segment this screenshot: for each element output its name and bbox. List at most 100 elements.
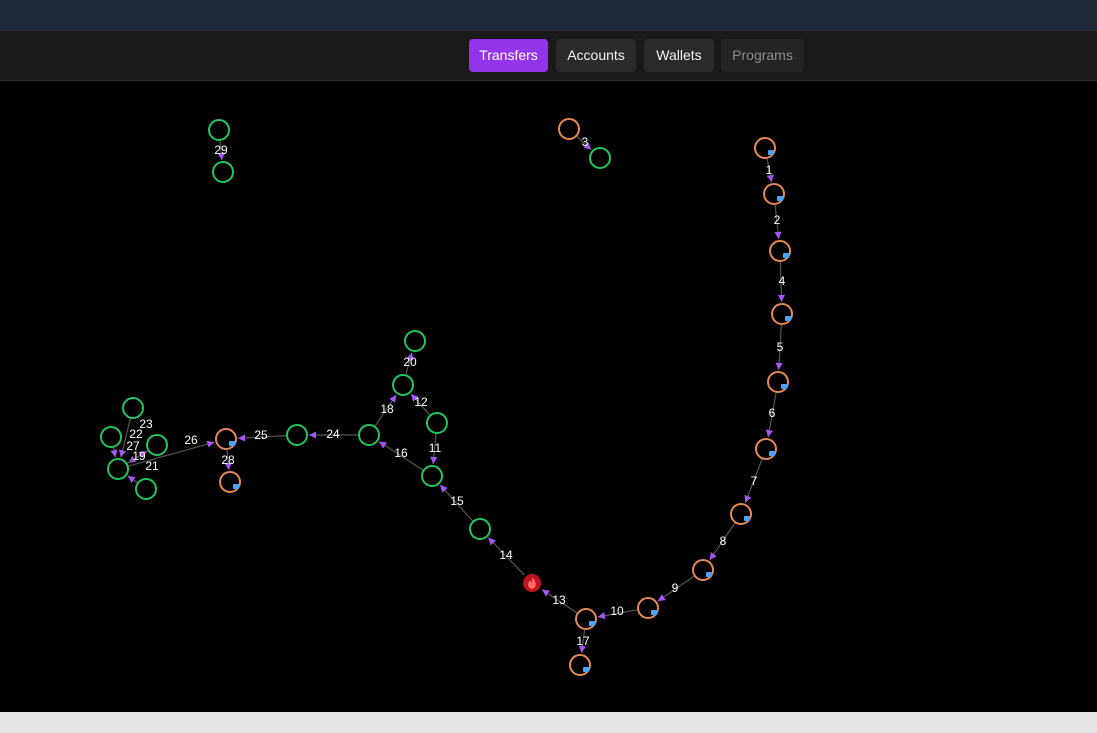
transfer-edge-label: 19: [132, 449, 146, 463]
transfer-edge[interactable]: [128, 440, 215, 467]
wallet-badge-icon: [651, 610, 657, 615]
fire-node[interactable]: [523, 574, 541, 592]
tab-wallets[interactable]: Wallets: [644, 39, 714, 72]
transfer-edge-label: 23: [139, 417, 153, 431]
transfer-edge-label: 26: [184, 433, 198, 447]
transfer-edge[interactable]: [217, 140, 225, 161]
sol-token-node[interactable]: [426, 412, 448, 434]
transfer-edge[interactable]: [541, 589, 578, 614]
sol-token-node[interactable]: [763, 183, 785, 205]
transfer-edge[interactable]: [765, 392, 777, 438]
transfer-edge-label: 17: [576, 634, 590, 648]
transfer-edge-label: 5: [777, 340, 784, 354]
transfer-edge[interactable]: [576, 136, 592, 151]
transfer-edge[interactable]: [237, 434, 287, 442]
transfer-edge-label: 10: [610, 604, 624, 618]
sol-token-node[interactable]: [122, 397, 144, 419]
sol-token-node[interactable]: [135, 478, 157, 500]
transfer-edge[interactable]: [597, 609, 638, 620]
transfer-edge-label: 28: [221, 453, 235, 467]
sol-token-node[interactable]: [107, 458, 129, 480]
meteora-node[interactable]: [637, 597, 659, 619]
transfer-edge[interactable]: [127, 450, 148, 464]
wallet-badge-icon: [769, 451, 775, 456]
sol-token-node[interactable]: [754, 137, 776, 159]
sol-token-node[interactable]: [219, 471, 241, 493]
transfer-edge[interactable]: [224, 449, 232, 471]
meteora-node[interactable]: [730, 503, 752, 525]
sol-token-node[interactable]: [100, 426, 122, 448]
sol-token-node[interactable]: [421, 465, 443, 487]
transfer-edge[interactable]: [110, 447, 118, 458]
status-footer: [0, 712, 1097, 733]
transfer-edge-label: 29: [214, 143, 228, 157]
transfer-edge[interactable]: [657, 575, 695, 602]
sol-token-node[interactable]: [469, 518, 491, 540]
transfer-edge[interactable]: [430, 433, 438, 465]
transfer-edge-label: 7: [751, 474, 758, 488]
tab-programs[interactable]: Programs: [721, 39, 804, 72]
transfer-edge[interactable]: [777, 261, 785, 303]
sol-token-node[interactable]: [208, 119, 230, 141]
transfer-edge-label: 27: [126, 439, 140, 453]
meteora-node[interactable]: [755, 438, 777, 460]
transfer-edge[interactable]: [119, 418, 131, 458]
transfer-edge-label: 2: [774, 213, 781, 227]
transfer-edge-label: 3: [582, 135, 589, 149]
wallet-badge-icon: [785, 316, 791, 321]
transfer-edge[interactable]: [405, 352, 414, 375]
jito-node[interactable]: [569, 654, 591, 676]
transfer-edge-label: 15: [450, 494, 464, 508]
sol-token-node[interactable]: [286, 424, 308, 446]
transfer-graph-svg: 2931245678910171314151116121820242526282…: [100, 118, 793, 676]
sol-token-node[interactable]: [212, 161, 234, 183]
transfer-edge-label: 11: [429, 441, 442, 455]
wallet-badge-icon: [744, 516, 750, 521]
transfer-edge-label: 14: [499, 548, 513, 562]
jito-node[interactable]: [575, 608, 597, 630]
meteora-node[interactable]: [692, 559, 714, 581]
transfer-edge-label: 20: [403, 355, 417, 369]
wallet-badge-icon: [768, 150, 774, 155]
tab-transfers[interactable]: Transfers: [469, 39, 548, 72]
transfer-edge[interactable]: [127, 475, 138, 484]
transfer-edge-label: 9: [672, 581, 679, 595]
sol-token-node[interactable]: [215, 428, 237, 450]
transfer-edge-label: 25: [254, 428, 268, 442]
transfer-edge[interactable]: [775, 324, 783, 371]
sol-token-node[interactable]: [404, 330, 426, 352]
transfer-edge[interactable]: [744, 459, 763, 504]
usdc-node[interactable]: $: [769, 240, 791, 262]
airdrop-node[interactable]: [589, 147, 611, 169]
wallet-badge-icon: [777, 196, 783, 201]
transfer-edge-label: 16: [394, 446, 408, 460]
wallet-badge-icon: [229, 441, 235, 446]
wallet-badge-icon: [583, 667, 589, 672]
transfer-edge[interactable]: [487, 537, 525, 576]
transfer-edge-label: 1: [766, 163, 773, 177]
wallet-badge-icon: [783, 253, 789, 258]
question-node[interactable]: ?: [558, 118, 580, 140]
transfer-edge[interactable]: [410, 393, 431, 416]
transfer-edge-label: 6: [769, 406, 776, 420]
transfer-edge[interactable]: [774, 204, 782, 240]
sol-token-node[interactable]: [392, 374, 414, 396]
wallet-badge-icon: [233, 484, 239, 489]
tab-accounts[interactable]: Accounts: [556, 39, 636, 72]
transfer-edge[interactable]: [578, 629, 587, 654]
transfer-edge-label: 13: [552, 593, 566, 607]
usdc-node[interactable]: $: [767, 371, 789, 393]
transfer-edge[interactable]: [439, 484, 474, 522]
transfer-edge-label: 12: [414, 395, 428, 409]
sol-token-node[interactable]: [358, 424, 380, 446]
transfer-edge[interactable]: [378, 441, 424, 471]
transfer-edge[interactable]: [374, 394, 397, 427]
transfer-edge-label: 4: [779, 274, 786, 288]
transfer-edge-label: 18: [380, 402, 394, 416]
usdc-node[interactable]: $: [771, 303, 793, 325]
sol-token-node[interactable]: [146, 434, 168, 456]
transfer-edge[interactable]: [766, 158, 774, 183]
transfer-edge[interactable]: [709, 522, 736, 561]
wallet-badge-icon: [589, 621, 595, 626]
